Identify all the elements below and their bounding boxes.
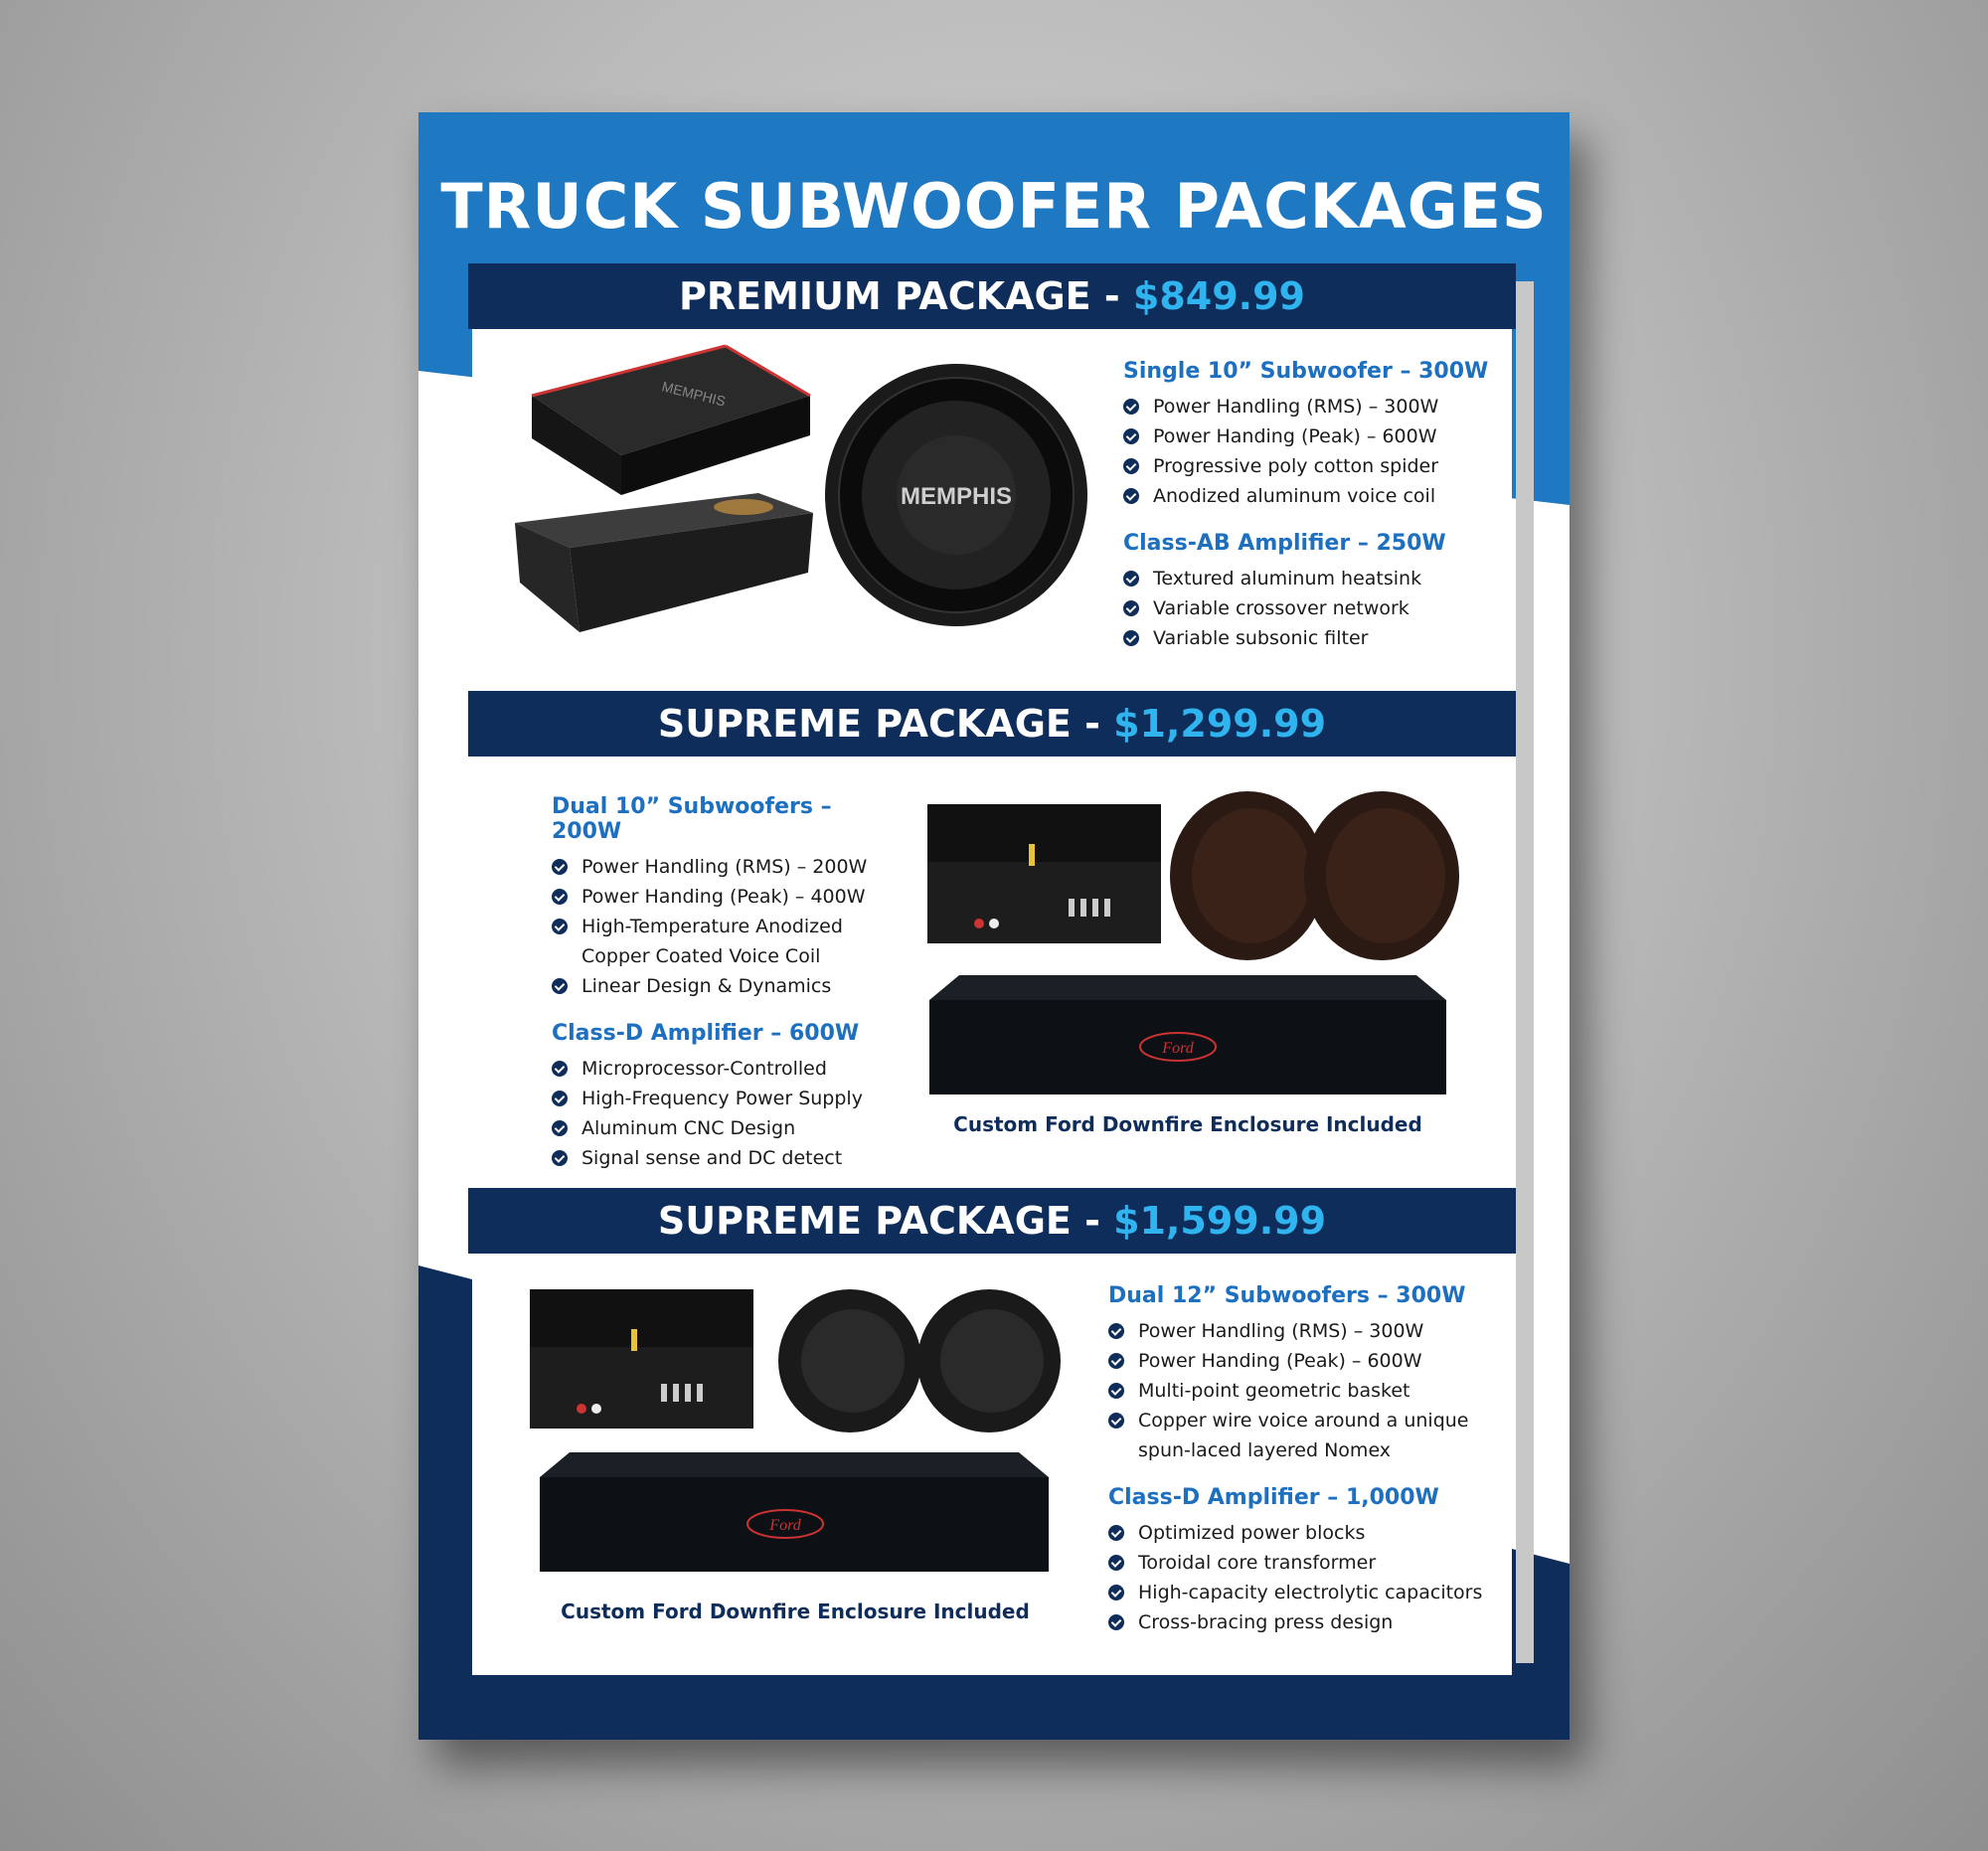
list-item: High-capacity electrolytic capacitors xyxy=(1108,1578,1506,1607)
spec-column: Dual 10” Subwoofers – 200W Power Handlin… xyxy=(552,794,890,1193)
list-item: Progressive poly cotton spider xyxy=(1123,451,1511,481)
list-item: Power Handing (Peak) – 600W xyxy=(1108,1346,1506,1376)
list-item: Variable crossover network xyxy=(1123,593,1511,623)
list-item: Toroidal core transformer xyxy=(1108,1548,1506,1578)
page-title: TRUCK SUBWOOFER PACKAGES xyxy=(440,170,1548,243)
package-body: Dual 10” Subwoofers – 200W Power Handlin… xyxy=(472,757,1512,1188)
list-item: High-Frequency Power Supply xyxy=(552,1084,890,1113)
spec-list: Power Handling (RMS) – 200W Power Handin… xyxy=(552,852,890,1001)
subwoofer-pair-image xyxy=(1170,791,1459,960)
package-body: Ford Custom Ford Downfire Enclosure Incl… xyxy=(472,1254,1512,1675)
check-icon xyxy=(1108,1585,1124,1600)
list-item: Multi-point geometric basket xyxy=(1108,1376,1506,1406)
check-icon xyxy=(1108,1353,1124,1369)
spec-list: Power Handling (RMS) – 300W Power Handin… xyxy=(1108,1316,1506,1465)
check-icon xyxy=(552,919,568,934)
check-icon xyxy=(1108,1323,1124,1339)
package-price: $849.99 xyxy=(1132,274,1305,318)
package-price: $1,599.99 xyxy=(1113,1199,1327,1243)
subwoofer-image: MEMPHIS xyxy=(825,364,1087,626)
spec-list: Power Handling (RMS) – 300W Power Handin… xyxy=(1123,392,1511,511)
spec-title: Single 10” Subwoofer – 300W xyxy=(1123,359,1489,384)
package-supreme-2: SUPREME PACKAGE - $1,599.99 Ford Cu xyxy=(468,1188,1516,1675)
list-item: Microprocessor-Controlled xyxy=(552,1054,890,1084)
amplifier-image: MEMPHIS xyxy=(531,344,811,495)
check-icon xyxy=(1108,1555,1124,1571)
package-name: PREMIUM PACKAGE - xyxy=(679,274,1133,318)
list-item: Linear Design & Dynamics xyxy=(552,971,890,1001)
check-icon xyxy=(1123,488,1139,504)
list-item: Cross-bracing press design xyxy=(1108,1607,1506,1637)
package-header: SUPREME PACKAGE - $1,299.99 xyxy=(468,691,1516,757)
check-icon xyxy=(1123,458,1139,474)
spec-title: Class-AB Amplifier – 250W xyxy=(1123,531,1446,556)
spec-column: Dual 12” Subwoofers – 300W Power Handlin… xyxy=(1108,1283,1506,1657)
flyer: TRUCK SUBWOOFER PACKAGES PREMIUM PACKAGE… xyxy=(418,112,1570,1740)
package-header: PREMIUM PACKAGE - $849.99 xyxy=(468,263,1516,329)
list-item: Power Handling (RMS) – 300W xyxy=(1108,1316,1506,1346)
package-name: SUPREME PACKAGE - xyxy=(657,1199,1114,1243)
enclosure-image: Ford xyxy=(540,1452,1049,1572)
enclosure-caption: Custom Ford Downfire Enclosure Included xyxy=(953,1112,1422,1136)
list-item: Power Handling (RMS) – 200W xyxy=(552,852,890,882)
ford-logo-text: Ford xyxy=(1161,1040,1194,1057)
list-item: Textured aluminum heatsink xyxy=(1123,564,1511,593)
enclosure-image: Ford xyxy=(929,975,1446,1094)
package-body: MEMPHIS MEMPHIS Single 10” Subwoofer – 3… xyxy=(472,329,1512,691)
enclosure-image xyxy=(515,493,813,632)
spec-title: Dual 10” Subwoofers – 200W xyxy=(552,794,832,844)
check-icon xyxy=(1108,1413,1124,1429)
brand-logo-text: MEMPHIS xyxy=(901,483,1012,510)
enclosure-caption: Custom Ford Downfire Enclosure Included xyxy=(561,1599,1030,1623)
list-item: Signal sense and DC detect xyxy=(552,1143,890,1173)
list-item: High-Temperature Anodized Copper Coated … xyxy=(552,912,890,971)
check-icon xyxy=(552,1150,568,1166)
ford-logo-text: Ford xyxy=(768,1517,801,1534)
check-icon xyxy=(1108,1383,1124,1399)
list-item: Variable subsonic filter xyxy=(1123,623,1511,653)
check-icon xyxy=(1123,630,1139,646)
list-item: Anodized aluminum voice coil xyxy=(1123,481,1511,511)
spec-title: Class-D Amplifier – 1,000W xyxy=(1108,1485,1439,1510)
list-item: Power Handing (Peak) – 400W xyxy=(552,882,890,912)
check-icon xyxy=(552,859,568,875)
spec-list: Microprocessor-Controlled High-Frequency… xyxy=(552,1054,890,1173)
check-icon xyxy=(552,1061,568,1077)
list-item: Power Handling (RMS) – 300W xyxy=(1123,392,1511,421)
check-icon xyxy=(1123,571,1139,587)
subwoofer-pair-image xyxy=(778,1289,1061,1432)
amplifier-image xyxy=(530,1289,753,1429)
list-item: Aluminum CNC Design xyxy=(552,1113,890,1143)
check-icon xyxy=(552,889,568,905)
check-icon xyxy=(552,1091,568,1106)
package-header: SUPREME PACKAGE - $1,599.99 xyxy=(468,1188,1516,1254)
spec-column: Single 10” Subwoofer – 300W Power Handli… xyxy=(1123,359,1511,673)
package-supreme-1: SUPREME PACKAGE - $1,299.99 Dual 10” Sub… xyxy=(468,691,1516,1188)
spec-list: Optimized power blocks Toroidal core tra… xyxy=(1108,1518,1506,1637)
list-item: Optimized power blocks xyxy=(1108,1518,1506,1548)
check-icon xyxy=(1123,428,1139,444)
check-icon xyxy=(1123,399,1139,415)
spec-title: Class-D Amplifier – 600W xyxy=(552,1021,860,1046)
check-icon xyxy=(552,1120,568,1136)
spec-list: Textured aluminum heatsink Variable cros… xyxy=(1123,564,1511,653)
amplifier-image xyxy=(927,804,1161,943)
package-price: $1,299.99 xyxy=(1113,702,1327,746)
list-item: Power Handing (Peak) – 600W xyxy=(1123,421,1511,451)
check-icon xyxy=(552,978,568,994)
package-name: SUPREME PACKAGE - xyxy=(657,702,1114,746)
package-premium: PREMIUM PACKAGE - $849.99 MEMPHIS xyxy=(468,263,1516,691)
check-icon xyxy=(1108,1614,1124,1630)
check-icon xyxy=(1108,1525,1124,1541)
list-item: Copper wire voice around a unique spun-l… xyxy=(1108,1406,1506,1465)
spec-title: Dual 12” Subwoofers – 300W xyxy=(1108,1283,1466,1308)
check-icon xyxy=(1123,600,1139,616)
